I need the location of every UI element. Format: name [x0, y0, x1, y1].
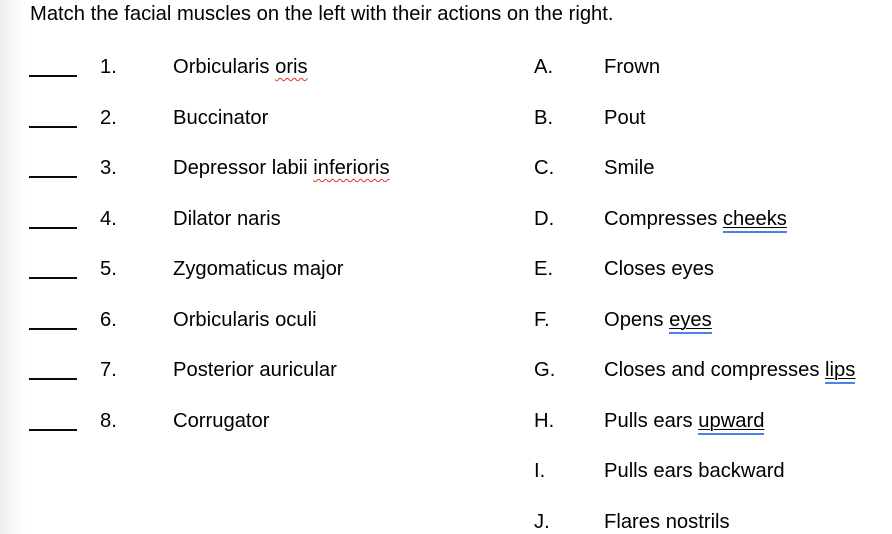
muscle-number: 7.	[100, 359, 117, 381]
question-prompt: Match the facial muscles on the left wit…	[30, 3, 614, 25]
underlined-word: lips	[825, 359, 856, 384]
answer-blank[interactable]	[29, 208, 77, 229]
muscle-name: Posterior auricular	[173, 359, 337, 381]
action-text-main: Pout	[604, 107, 646, 129]
muscle-name-text: Buccinator	[173, 107, 269, 129]
action-letter: E.	[534, 258, 554, 280]
action-text-main: Closes and compresses	[604, 359, 826, 381]
muscle-number: 4.	[100, 208, 117, 230]
muscle-name: Orbicularis oris	[173, 56, 308, 78]
underlined-word: upward	[698, 410, 765, 435]
action-text: Pulls ears upward	[604, 410, 765, 435]
action-row: C. Smile	[0, 157, 892, 179]
action-letter: B.	[534, 107, 554, 129]
muscle-name-text: Orbicularis	[173, 56, 276, 78]
action-letter: A.	[534, 56, 554, 78]
muscle-name: Buccinator	[173, 107, 268, 129]
action-row: F. Opens eyes	[0, 309, 892, 334]
action-row: B. Pout	[0, 107, 892, 129]
action-letter: D.	[534, 208, 555, 230]
misspelled-word: inferioris	[313, 157, 390, 179]
muscle-number: 1.	[100, 56, 117, 78]
action-text: Flares nostrils	[604, 511, 730, 533]
answer-blank[interactable]	[29, 410, 77, 431]
muscle-number: 2.	[100, 107, 117, 129]
muscle-name-text: Dilator naris	[173, 208, 281, 230]
underlined-word: cheeks	[722, 208, 787, 233]
answer-blank[interactable]	[29, 309, 77, 330]
muscle-name: Orbicularis oculi	[173, 309, 317, 331]
action-row: I. Pulls ears backward	[0, 460, 892, 482]
muscle-row: 7. Posterior auricular	[0, 359, 892, 381]
action-text: Frown	[604, 56, 660, 78]
muscle-name: Zygomaticus major	[173, 258, 344, 280]
muscle-name: Dilator naris	[173, 208, 281, 230]
muscle-name: Corrugator	[173, 410, 270, 432]
action-row: H. Pulls ears upward	[0, 410, 892, 435]
muscle-row: 5. Zygomaticus major	[0, 258, 892, 280]
muscle-row: 2. Buccinator	[0, 107, 892, 129]
action-row: A. Frown	[0, 56, 892, 78]
muscle-row: 4. Dilator naris	[0, 208, 892, 230]
muscle-number: 6.	[100, 309, 117, 331]
answer-blank[interactable]	[29, 359, 77, 380]
action-letter: G.	[534, 359, 556, 381]
muscle-row: 3. Depressor labii inferioris	[0, 157, 892, 179]
action-text-main: Pulls ears backward	[604, 460, 785, 482]
action-row: J. Flares nostrils	[0, 511, 892, 533]
underlined-word: eyes	[669, 309, 712, 334]
muscle-number: 3.	[100, 157, 117, 179]
action-row: G. Closes and compresses lips	[0, 359, 892, 384]
action-letter: I.	[534, 460, 546, 482]
action-text-main: Smile	[604, 157, 655, 179]
action-letter: J.	[534, 511, 550, 533]
action-letter: H.	[534, 410, 555, 432]
action-text: Closes and compresses lips	[604, 359, 856, 384]
muscle-name: Depressor labii inferioris	[173, 157, 390, 179]
muscle-name-text: Posterior auricular	[173, 359, 337, 381]
action-text-main: Compresses	[604, 208, 723, 230]
muscle-row: 6. Orbicularis oculi	[0, 309, 892, 331]
action-text: Pout	[604, 107, 646, 129]
action-text: Opens eyes	[604, 309, 712, 334]
action-text-main: Closes eyes	[604, 258, 714, 280]
muscle-number: 8.	[100, 410, 117, 432]
muscle-name-text: Corrugator	[173, 410, 270, 432]
muscle-name-text: Orbicularis oculi	[173, 309, 317, 331]
muscle-name-text: Depressor labii	[173, 157, 314, 179]
answer-blank[interactable]	[29, 157, 77, 178]
muscle-number: 5.	[100, 258, 117, 280]
action-row: E. Closes eyes	[0, 258, 892, 280]
muscle-row: 8. Corrugator	[0, 410, 892, 432]
action-text: Smile	[604, 157, 654, 179]
action-text-main: Pulls ears	[604, 410, 699, 432]
answer-blank[interactable]	[29, 56, 77, 77]
action-text-main: Frown	[604, 56, 661, 78]
action-letter: F.	[534, 309, 550, 331]
action-text-main: Opens	[604, 309, 670, 331]
action-text: Compresses cheeks	[604, 208, 787, 233]
action-letter: C.	[534, 157, 555, 179]
action-text-main: Flares nostrils	[604, 511, 730, 533]
action-text: Closes eyes	[604, 258, 714, 280]
muscle-name-text: Zygomaticus major	[173, 258, 344, 280]
answer-blank[interactable]	[29, 258, 77, 279]
answer-blank[interactable]	[29, 107, 77, 128]
muscle-row: 1. Orbicularis oris	[0, 56, 892, 78]
misspelled-word: oris	[275, 56, 308, 78]
action-text: Pulls ears backward	[604, 460, 785, 482]
action-row: D. Compresses cheeks	[0, 208, 892, 233]
